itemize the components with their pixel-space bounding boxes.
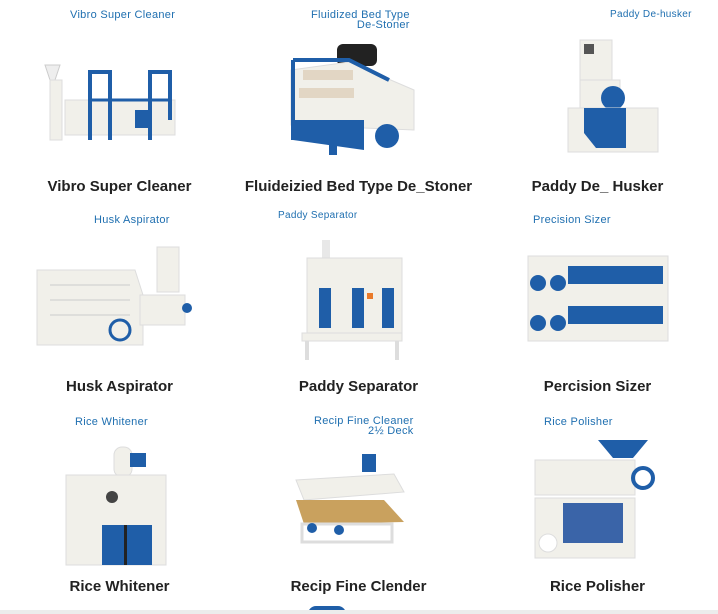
- aspirator-image[interactable]: [35, 245, 200, 350]
- product-caption[interactable]: Paddy De_ Husker: [531, 178, 664, 195]
- whitener-image[interactable]: [62, 445, 177, 570]
- product-caption[interactable]: Vibro Super Cleaner: [47, 178, 192, 195]
- product-caption[interactable]: Recip Fine Clender: [290, 578, 427, 595]
- destoner-image[interactable]: [289, 40, 429, 160]
- product-caption[interactable]: Husk Aspirator: [66, 378, 173, 395]
- sizer-image[interactable]: [523, 248, 673, 348]
- product-card-rice-whitener[interactable]: Rice Whitener Rice Whitener: [0, 400, 239, 600]
- product-tag: Husk Aspirator: [94, 214, 170, 226]
- product-card-paddy-separator[interactable]: Paddy Separator Paddy Separator: [239, 200, 478, 400]
- product-card-vibro-super-cleaner[interactable]: Vibro Super Cleaner Vibro Super Cleaner: [0, 0, 239, 200]
- page-bottom-divider: [0, 610, 718, 614]
- polisher-image[interactable]: [533, 438, 668, 568]
- product-tag: Paddy Separator: [278, 210, 358, 221]
- product-tag: Rice Whitener: [75, 416, 148, 428]
- product-tag: Paddy De-husker: [610, 9, 692, 20]
- product-tag: Rice Polisher: [544, 416, 613, 428]
- product-caption[interactable]: Percision Sizer: [543, 378, 652, 395]
- product-caption[interactable]: Paddy Separator: [298, 378, 419, 395]
- product-card-paddy-dehusker[interactable]: Paddy De-husker Paddy De_ Husker: [478, 0, 717, 200]
- product-card-husk-aspirator[interactable]: Husk Aspirator Husk Aspirator: [0, 200, 239, 400]
- product-tag: Precision Sizer: [533, 214, 611, 226]
- product-card-precision-sizer[interactable]: Precision Sizer Percision Sizer: [478, 200, 717, 400]
- product-caption[interactable]: Fluideizied Bed Type De_Stoner: [244, 178, 473, 195]
- product-card-rice-polisher[interactable]: Rice Polisher Rice Polisher: [478, 400, 717, 600]
- fine-cleaner-image[interactable]: [294, 452, 424, 547]
- separator-image[interactable]: [297, 238, 417, 363]
- product-caption[interactable]: Rice Whitener: [69, 578, 170, 595]
- husker-image[interactable]: [566, 38, 666, 158]
- product-tag: Vibro Super Cleaner: [70, 9, 176, 21]
- vibro-cleaner-image[interactable]: [40, 60, 200, 150]
- product-caption[interactable]: Rice Polisher: [549, 578, 646, 595]
